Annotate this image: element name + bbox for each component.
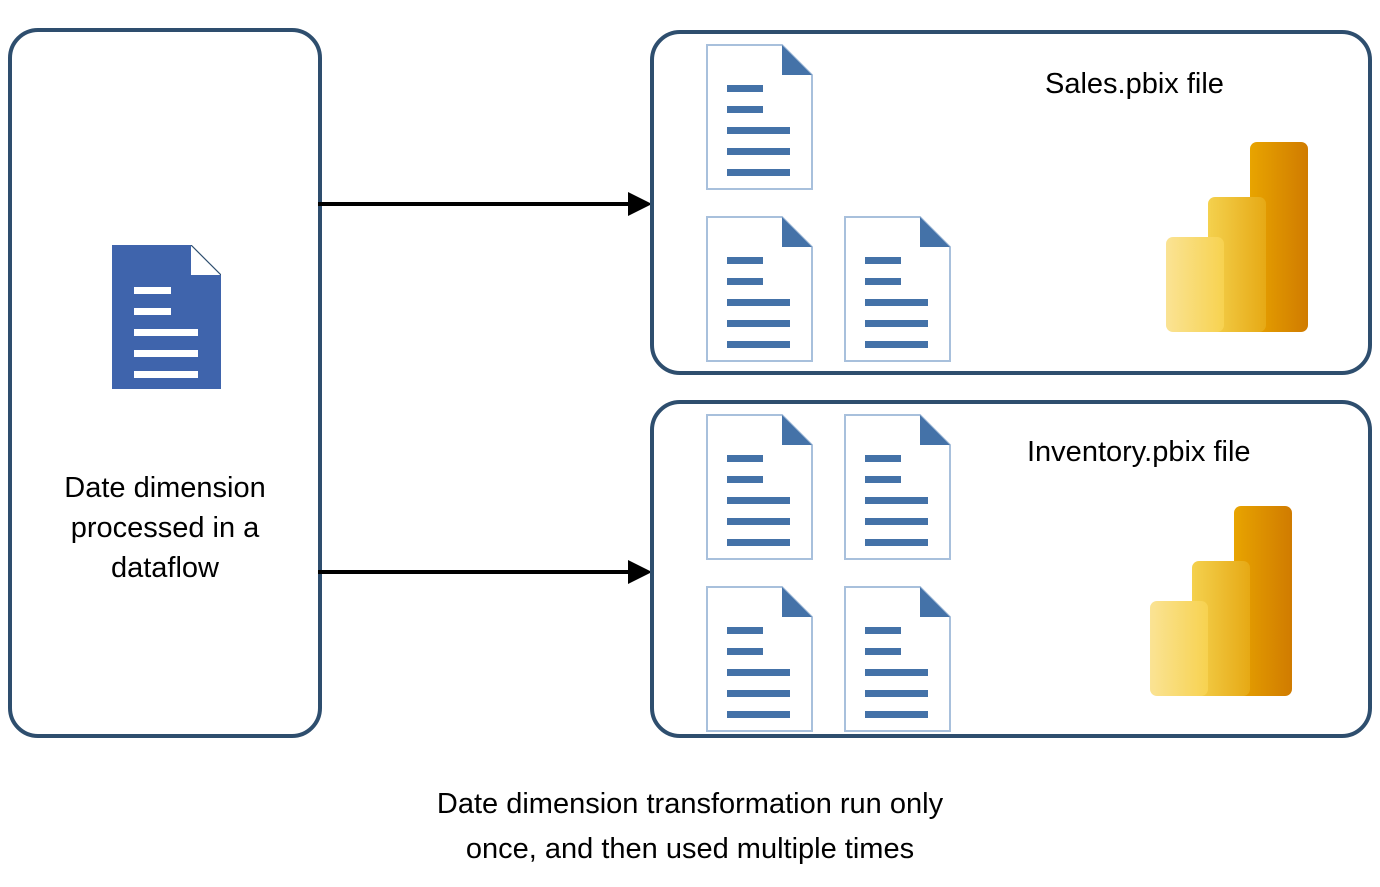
sales-file-label: Sales.pbix file — [1045, 68, 1224, 100]
document-outline-icon — [844, 216, 951, 362]
power-bi-logo-icon — [1150, 506, 1292, 696]
power-bi-logo-icon — [1166, 142, 1308, 332]
document-outline-icon — [844, 414, 951, 560]
document-outline-icon — [706, 44, 813, 190]
arrow-right-icon — [318, 188, 652, 225]
document-outline-icon — [706, 586, 813, 732]
arrow-right-icon — [318, 556, 652, 593]
source-label: Date dimension processed in a dataflow — [64, 472, 266, 584]
inventory-file-label: Inventory.pbix file — [1027, 436, 1251, 468]
document-filled-icon — [112, 245, 221, 389]
document-outline-icon — [706, 216, 813, 362]
diagram-caption: Date dimension transformation run only o… — [436, 788, 944, 865]
document-outline-icon — [706, 414, 813, 560]
document-outline-icon — [844, 586, 951, 732]
